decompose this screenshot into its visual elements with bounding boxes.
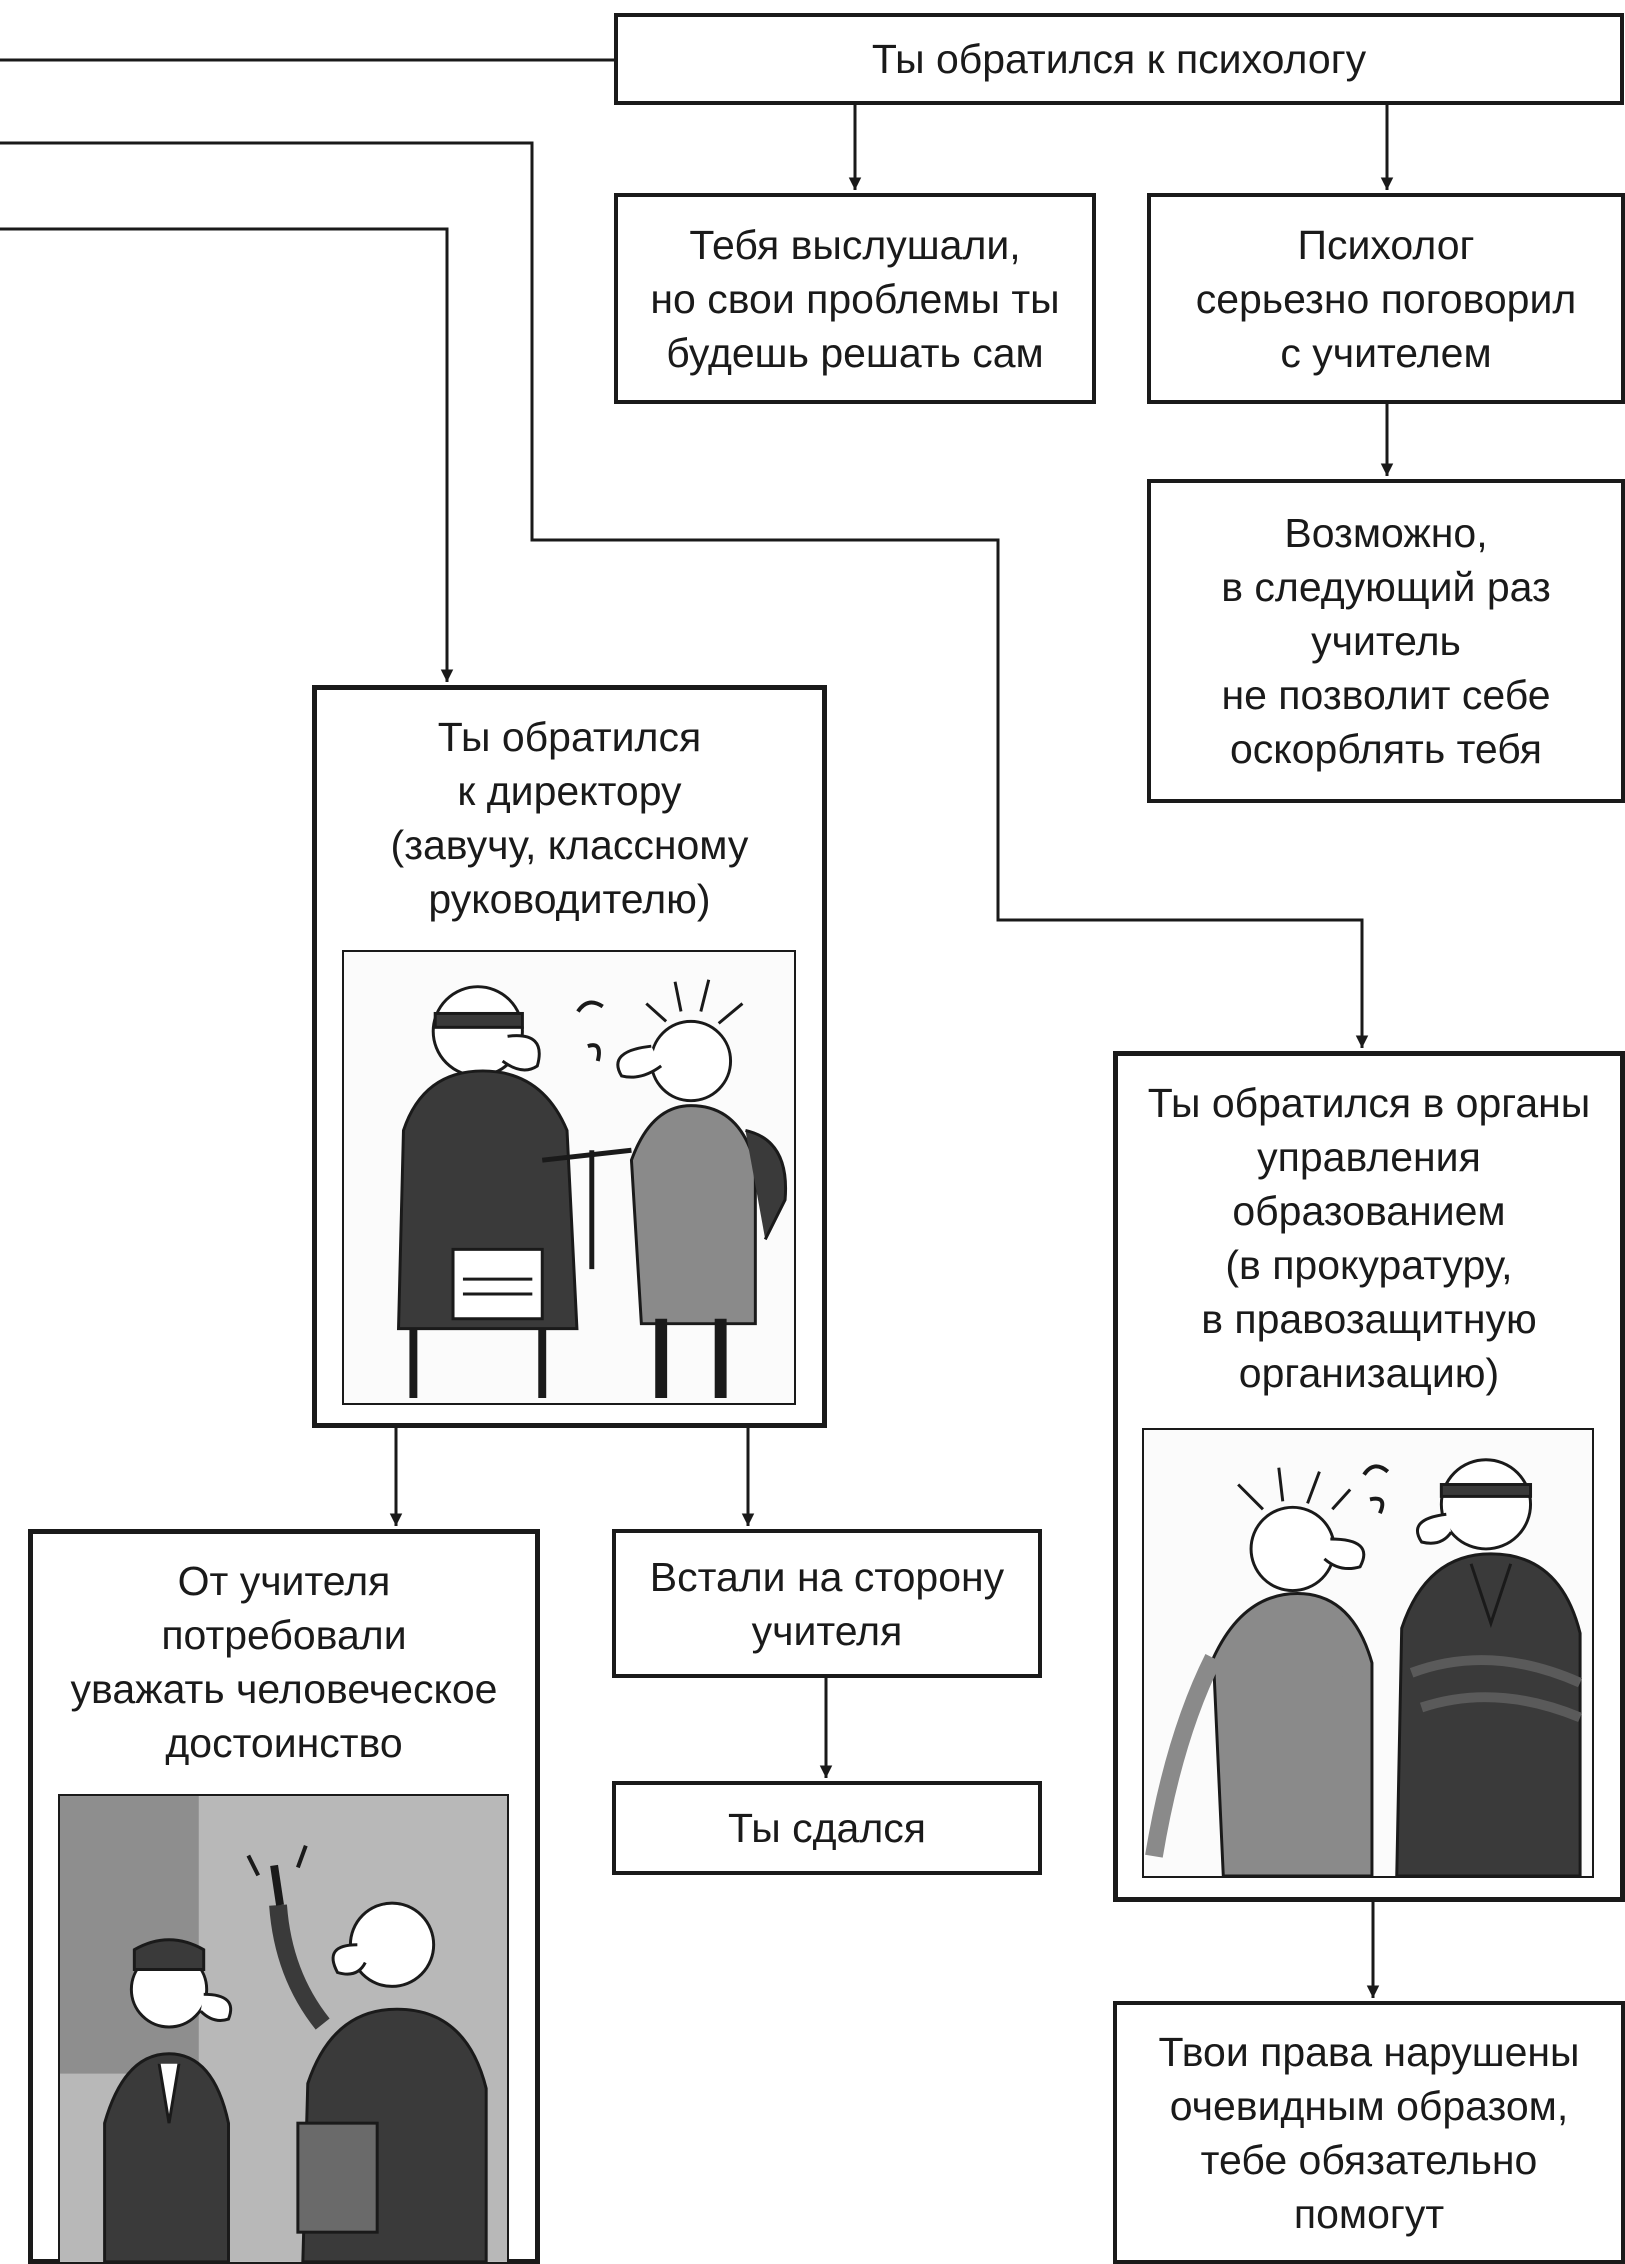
psych-talked-box: Психолог серьезно поговорил с учителем (1147, 193, 1625, 404)
line-to-authorities (0, 141, 1369, 1048)
gave-up-box: Ты сдался (612, 1781, 1042, 1875)
listened-box: Тебя выслушали, но свои проблемы ты буде… (614, 193, 1096, 404)
psychologist-label: Ты обратился к психологу (871, 36, 1367, 82)
sided-with-teacher-label: Встали на сторону учителя (649, 1553, 1005, 1654)
director-cartoon-image (396, 979, 788, 1399)
authorities-illustration (1142, 1428, 1594, 1878)
demanded-label: От учителя потребовали уважать человечес… (70, 1558, 498, 1766)
demanded-illustration (58, 1794, 509, 2264)
listened-label: Тебя выслушали, но свои проблемы ты буде… (650, 221, 1060, 376)
maybe-next-time-box: Возможно, в следующий раз учитель не поз… (1147, 479, 1625, 803)
rights-violated-label: Твои права нарушены очевидным образом, т… (1158, 2028, 1580, 2237)
demanded-cartoon-image (60, 1796, 507, 2262)
authorities-label: Ты обратился в органы управления образов… (1147, 1080, 1591, 1396)
sided-with-teacher-box: Встали на сторону учителя (612, 1529, 1042, 1678)
director-illustration (342, 950, 796, 1405)
line-to-director (0, 227, 454, 682)
psychologist-box: Ты обратился к психологу (614, 13, 1624, 105)
authorities-cartoon-image (1145, 1458, 1583, 1876)
maybe-next-time-label: Возможно, в следующий раз учитель не поз… (1221, 510, 1551, 772)
rights-violated-box: Твои права нарушены очевидным образом, т… (1113, 2001, 1625, 2264)
psych-talked-label: Психолог серьезно поговорил с учителем (1195, 221, 1577, 376)
gave-up-label: Ты сдался (728, 1805, 926, 1851)
director-label: Ты обратился к директору (завучу, классн… (390, 714, 749, 922)
